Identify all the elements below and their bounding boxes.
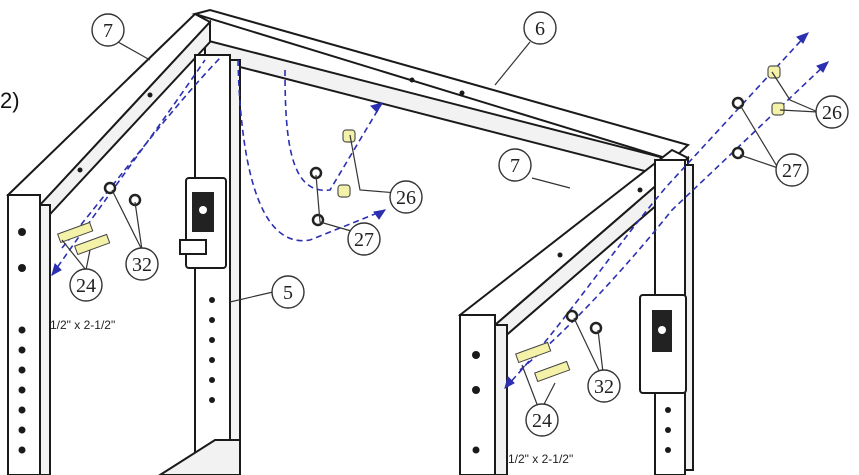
callout-24-left: 24 <box>69 268 103 302</box>
svg-text:6: 6 <box>535 18 545 40</box>
nuts <box>337 65 785 198</box>
svg-text:7: 7 <box>103 20 113 42</box>
callout-32-right: 32 <box>587 369 621 403</box>
callout-32-left: 32 <box>125 247 159 281</box>
bolts-right <box>515 341 571 383</box>
bolt-size-label-left: 1/2" x 2-1/2" <box>50 318 115 332</box>
upright-front-right <box>459 314 508 475</box>
callout-24-right: 24 <box>525 403 559 437</box>
svg-text:26: 26 <box>396 187 416 209</box>
leader-lines <box>61 41 819 413</box>
upright-front-left <box>7 194 51 475</box>
upright-back-left <box>158 54 241 475</box>
step-label: 2) <box>0 88 20 113</box>
callout-27-right: 27 <box>775 153 809 187</box>
svg-text:27: 27 <box>354 229 374 251</box>
callout-7-top: 7 <box>91 13 125 47</box>
svg-text:7: 7 <box>510 155 520 177</box>
callout-6: 6 <box>523 11 557 45</box>
callout-7-middle: 7 <box>498 148 532 182</box>
svg-text:5: 5 <box>283 282 293 304</box>
callout-26-right: 26 <box>815 95 849 129</box>
bolts-left <box>57 221 111 256</box>
bolt-size-label-right: 1/2" x 2-1/2" <box>508 452 573 466</box>
callout-26-middle: 26 <box>389 180 423 214</box>
svg-text:32: 32 <box>132 254 152 276</box>
svg-text:32: 32 <box>594 376 614 398</box>
svg-text:27: 27 <box>782 160 802 182</box>
upright-back-right <box>639 159 694 475</box>
side-rail-left <box>6 12 212 228</box>
callout-27-middle: 27 <box>347 222 381 256</box>
svg-text:24: 24 <box>532 410 552 432</box>
callout-5: 5 <box>271 275 305 309</box>
svg-text:26: 26 <box>822 102 842 124</box>
crossbar-front <box>191 8 690 180</box>
svg-text:24: 24 <box>76 275 96 297</box>
